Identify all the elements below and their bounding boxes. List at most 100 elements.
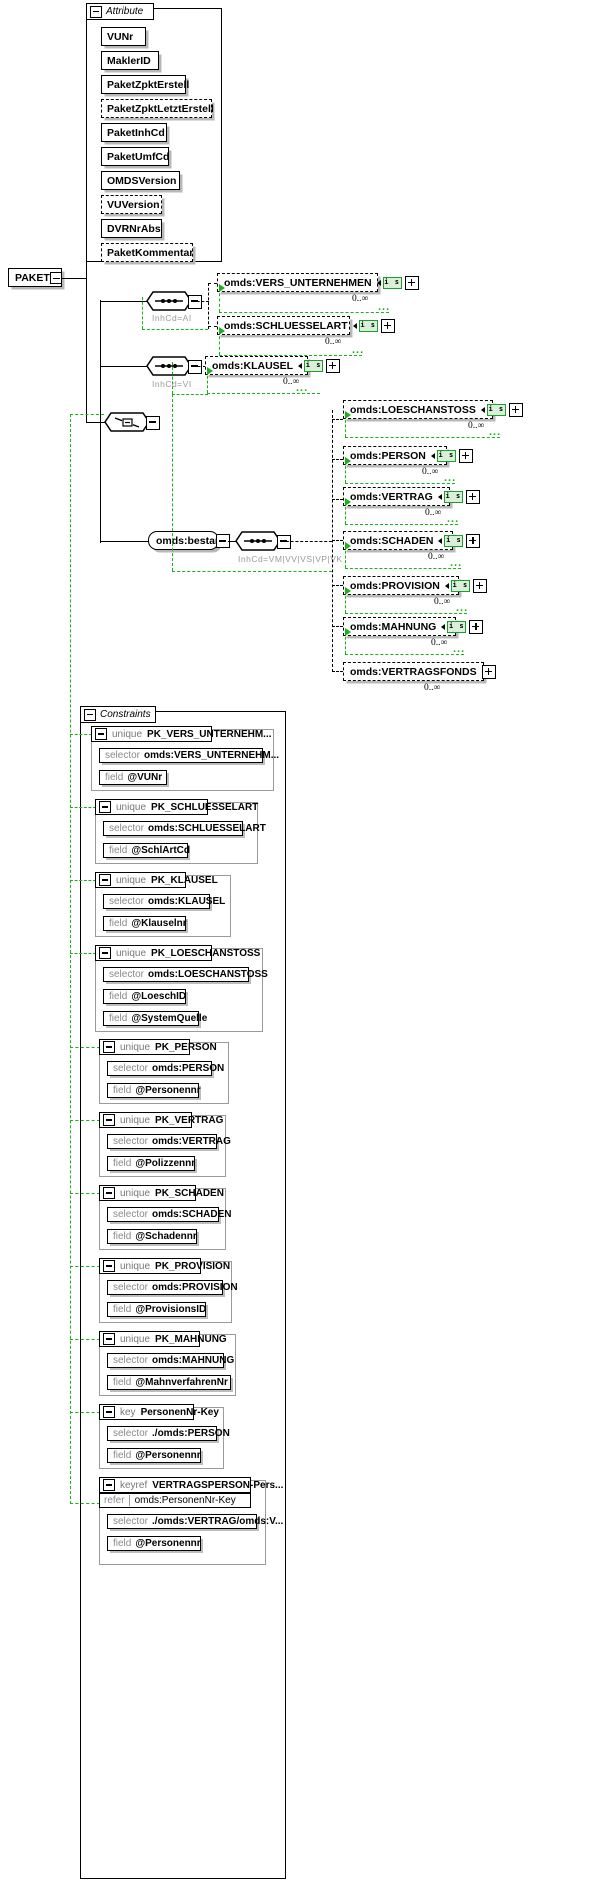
attribute-paketzpkterstell[interactable]: PaketZpktErstell — [101, 75, 189, 94]
attribute-vunr[interactable]: VUNr — [101, 27, 146, 46]
attribute-paketumfcd[interactable]: PaketUmfCd — [101, 147, 169, 166]
element-vertragsfonds[interactable]: omds:VERTRAGSFONDS — [343, 662, 496, 681]
constraint-selector-1[interactable]: selector omds:SCHLUESSELART — [103, 821, 266, 836]
main-choice-compositor[interactable] — [104, 412, 160, 432]
constraint-field-2-0[interactable]: field @Klauselnr — [103, 916, 187, 931]
constraint-selector-2[interactable]: selector omds:KLAUSEL — [103, 894, 225, 909]
constraint-tab-personennr-key[interactable]: key PersonenNr-Key — [99, 1404, 219, 1420]
attribute-group-tab[interactable]: Attribute — [86, 3, 154, 20]
constraint-selector-8[interactable]: selector omds:MAHNUNG — [107, 1353, 234, 1368]
attribute-paketkommentar[interactable]: PaketKommentar — [101, 243, 193, 262]
expand-icon[interactable] — [508, 402, 523, 417]
constraint-selector-0[interactable]: selector omds:VERS_UNTERNEHM... — [99, 748, 279, 763]
constraint-selector-7[interactable]: selector omds:PROVISION — [107, 1280, 238, 1295]
expand-icon[interactable] — [481, 664, 496, 679]
sequence-compositor-bestand[interactable] — [235, 531, 291, 551]
attribute-omdsversion[interactable]: OMDSVersion — [101, 171, 180, 190]
element-schaden[interactable]: omds:SCHADEN i s — [343, 531, 481, 550]
expand-icon[interactable] — [326, 358, 341, 373]
sequence-bestand-collapse[interactable] — [277, 535, 291, 549]
attribute-paketzpktletzterstell[interactable]: PaketZpktLetztErstell — [101, 99, 214, 118]
collapse-icon[interactable] — [103, 1333, 115, 1345]
constraint-field-9-0[interactable]: field @Personennr — [107, 1448, 201, 1463]
constraint-selector-4[interactable]: selector omds:PERSON — [107, 1061, 224, 1076]
constraint-tab-pk-loeschanstoss[interactable]: unique PK_LOESCHANSTOSS — [95, 945, 260, 961]
constraint-refer-10[interactable]: refer omds:PersonenNr-Key — [99, 1493, 251, 1508]
constraint-selector-3[interactable]: selector omds:LOESCHANSTOSS — [103, 967, 268, 982]
constraint-field-5-0[interactable]: field @Polizzennr — [107, 1156, 195, 1171]
element-mahnung[interactable]: omds:MAHNUNG i s — [343, 617, 484, 636]
collapse-icon[interactable] — [99, 874, 111, 886]
expand-icon[interactable] — [458, 448, 473, 463]
sequence-ai-collapse[interactable] — [188, 295, 202, 309]
collapse-icon[interactable] — [99, 947, 111, 959]
type-arrow-icon — [352, 322, 357, 329]
constraint-tab-pk-provision[interactable]: unique PK_PROVISION — [99, 1258, 230, 1274]
attribute-maklerid[interactable]: MaklerID — [101, 51, 159, 70]
constraint-field-10-0[interactable]: field @Personennr — [107, 1536, 201, 1551]
constraint-tab-pk-mahnung[interactable]: unique PK_MAHNUNG — [99, 1331, 227, 1347]
main-choice-collapse[interactable] — [146, 416, 160, 430]
occurrence-person: 0..∞ — [422, 467, 439, 477]
attribute-paketinhcd[interactable]: PaketInhCd — [101, 123, 167, 142]
collapse-icon[interactable] — [99, 801, 111, 813]
sequence-compositor-vi[interactable] — [146, 356, 202, 376]
sequence-compositor-ai[interactable] — [146, 291, 202, 311]
expand-icon[interactable] — [469, 619, 484, 634]
element-person[interactable]: omds:PERSON i s — [343, 446, 473, 465]
element-schluesselart-label: omds:SCHLUESSELART — [224, 319, 348, 332]
field-value: @Personennr — [135, 1538, 201, 1549]
sequence-vi-collapse[interactable] — [188, 360, 202, 374]
expand-icon[interactable] — [466, 533, 481, 548]
constraint-line-person-h — [345, 482, 455, 484]
collapse-icon[interactable] — [103, 1479, 115, 1491]
constraint-selector-6[interactable]: selector omds:SCHADEN — [107, 1207, 231, 1222]
collapse-icon[interactable] — [103, 1187, 115, 1199]
group-bestand[interactable]: omds:bestand — [148, 531, 228, 550]
collapse-icon[interactable] — [103, 1041, 115, 1053]
constraint-field-3-0[interactable]: field @LoeschID — [103, 989, 186, 1004]
collapse-icon[interactable] — [103, 1114, 115, 1126]
constraint-field-4-0[interactable]: field @Personennr — [107, 1083, 201, 1098]
constraint-tab-pk-vers-unternehmen[interactable]: unique PK_VERS_UNTERNEHM... — [91, 726, 272, 742]
element-loeschanstoss[interactable]: omds:LOESCHANSTOSS i s — [343, 400, 523, 419]
constraints-frame-tab[interactable]: Constraints — [80, 706, 156, 723]
constraint-selector-9[interactable]: selector ./omds:PERSON — [107, 1426, 230, 1441]
constraint-tab-pk-klausel[interactable]: unique PK_KLAUSEL — [95, 872, 218, 888]
collapse-icon[interactable] — [84, 708, 96, 721]
constraint-tab-pk-schluesselart[interactable]: unique PK_SCHLUESSELART — [95, 799, 258, 815]
annotation-inhcd-vi: InhCd=VI — [152, 379, 192, 389]
constraint-kind: unique — [116, 801, 147, 813]
field-label: field — [109, 918, 128, 929]
constraint-tab-pk-vertrag[interactable]: unique PK_VERTRAG — [99, 1112, 223, 1128]
constraint-tab-pk-person[interactable]: unique PK_PERSON — [99, 1039, 217, 1055]
constraint-tab-pk-schaden[interactable]: unique PK_SCHADEN — [99, 1185, 224, 1201]
type-badge-icon: i s — [382, 276, 402, 289]
constraint-field-1-0[interactable]: field @SchlArtCd — [103, 843, 190, 858]
collapse-icon[interactable] — [95, 728, 107, 740]
expand-icon[interactable] — [465, 489, 480, 504]
element-klausel[interactable]: omds:KLAUSEL i s — [205, 356, 341, 375]
element-vertrag[interactable]: omds:VERTRAG i s — [343, 487, 480, 506]
constraint-field-0-0[interactable]: field @VUNr — [99, 770, 167, 785]
attribute-vuversion[interactable]: VUVersion — [101, 195, 162, 214]
expand-icon[interactable] — [472, 578, 487, 593]
element-schluesselart[interactable]: omds:SCHLUESSELART i s — [217, 316, 395, 335]
expand-icon[interactable] — [404, 275, 419, 290]
constraint-field-8-0[interactable]: field @MahnverfahrenNr — [107, 1375, 231, 1390]
paket-collapse-icon[interactable] — [49, 271, 62, 284]
expand-icon[interactable] — [380, 318, 395, 333]
constraint-field-3-1[interactable]: field @SystemQuelle — [103, 1011, 207, 1026]
constraint-selector-10[interactable]: selector ./omds:VERTRAG/omds:V... — [107, 1514, 283, 1529]
constraint-tab-vertragsperson-keyref[interactable]: keyref VERTRAGSPERSON-Pers... — [99, 1477, 283, 1493]
attribute-dvrnrabs[interactable]: DVRNrAbs — [101, 219, 162, 238]
collapse-icon[interactable] — [103, 1406, 115, 1418]
collapse-icon[interactable] — [103, 1260, 115, 1272]
element-vers-unternehmen[interactable]: omds:VERS_UNTERNEHMEN i s — [217, 273, 419, 292]
constraint-field-7-0[interactable]: field @ProvisionsID — [107, 1302, 206, 1317]
collapse-icon[interactable] — [90, 5, 102, 18]
constraint-selector-5[interactable]: selector omds:VERTRAG — [107, 1134, 231, 1149]
element-provision[interactable]: omds:PROVISION i s — [343, 576, 487, 595]
paket-root-node[interactable]: PAKET — [8, 268, 62, 287]
constraint-field-6-0[interactable]: field @Schadennr — [107, 1229, 197, 1244]
